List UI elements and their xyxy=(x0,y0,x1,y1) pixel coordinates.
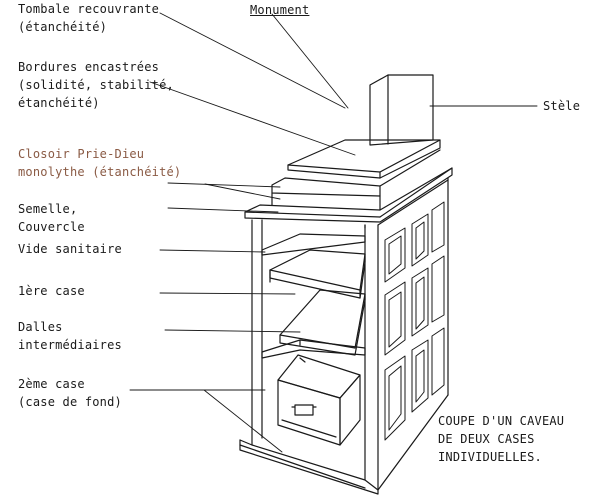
stele-shape xyxy=(369,74,434,146)
coffin xyxy=(277,354,361,446)
side-panels xyxy=(384,201,445,441)
label-stele: Stèle xyxy=(543,99,581,113)
title-monument: Monument xyxy=(250,3,310,17)
vault-walls xyxy=(239,177,449,495)
caption: COUPE D'UN CAVEAU DE DEUX CASES INDIVIDU… xyxy=(438,414,565,464)
label-semelle: Semelle, Couvercle xyxy=(18,202,85,234)
label-vide-sanitaire: Vide sanitaire xyxy=(18,242,122,256)
label-dalles: Dalles intermédiaires xyxy=(18,320,122,352)
label-closoir: Closoir Prie-Dieu monolythe (étanchéité) xyxy=(18,147,182,179)
label-tombale: Tombale recouvrante (étanchéité) xyxy=(18,2,160,34)
slab-case-1 xyxy=(269,249,366,299)
tombale-slab xyxy=(287,139,441,179)
slab-lower xyxy=(261,339,366,359)
slab-upper xyxy=(261,233,366,256)
semelle-ledge xyxy=(244,167,453,223)
leader-lines xyxy=(129,12,538,453)
label-bordures: Bordures encastrées (solidité, stabilité… xyxy=(18,60,174,110)
label-case-2: 2ème case (case de fond) xyxy=(18,377,122,409)
closoir-shape xyxy=(271,149,441,211)
label-case-1: 1ère case xyxy=(18,284,85,298)
slab-intermediate xyxy=(279,289,366,356)
